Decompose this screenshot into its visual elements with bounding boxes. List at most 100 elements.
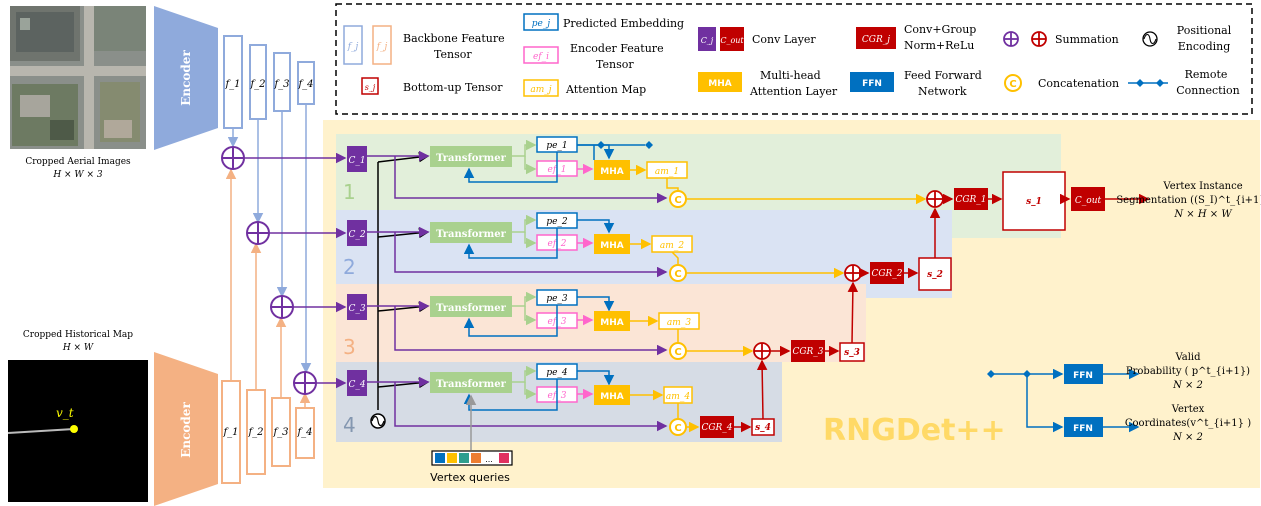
segmentation-output-line1: Vertex Instance <box>1162 181 1242 192</box>
remote-connection-diamond <box>645 141 653 149</box>
legend-pos-l1: Positional <box>1177 24 1232 37</box>
feature-f3-top: f_3 <box>273 79 289 90</box>
legend-concat-icon <box>1004 74 1022 92</box>
am-4: am_4 <box>666 392 690 402</box>
am-2: am_2 <box>660 241 684 251</box>
legend-concat-label: Concatenation <box>1038 77 1119 90</box>
legend-conv-purple-icon <box>698 27 716 51</box>
svg-text:...: ... <box>485 455 493 464</box>
pe-2: pe_2 <box>546 217 568 227</box>
feature-f1-bottom: f_1 <box>222 427 238 438</box>
legend-mha-l1: Multi-head <box>760 69 821 82</box>
pe-boxes <box>536 136 578 380</box>
map-caption: Cropped Historical Map <box>23 330 133 340</box>
ffn-probability-label: FFN <box>1073 371 1093 381</box>
mha-blocks <box>594 160 630 405</box>
mha-1: MHA <box>600 167 623 177</box>
am-1: am_1 <box>655 167 679 177</box>
legend-bottom-up-icon <box>361 77 379 95</box>
aerial-image <box>10 6 146 149</box>
level-label-4: 4 <box>343 413 356 437</box>
legend-backbone-l2: Tensor <box>434 48 472 61</box>
coord-output-dims: N × 2 <box>1172 432 1203 443</box>
conv-c4: C_4 <box>348 380 365 390</box>
legend-cgr-l2: Norm+ReLu <box>904 39 974 52</box>
legend-mha-sym: MHA <box>708 79 731 89</box>
cgr-3: CGR_3 <box>792 347 823 357</box>
legend-conv-red-icon <box>720 27 744 51</box>
aerial-encoder: Encoder <box>154 6 218 150</box>
attention-connections <box>630 164 679 418</box>
transformers <box>430 146 512 393</box>
feature-summation-nodes <box>221 146 317 395</box>
positional-encoding-icon <box>370 413 386 429</box>
legend-bottom-up-label: Bottom-up Tensor <box>403 81 503 94</box>
legend-remote-l2: Connection <box>1176 84 1240 97</box>
feature-f4-bottom: f_4 <box>296 427 312 438</box>
legend-conv-sym2: C_out <box>720 36 744 45</box>
prob-output-line1: Valid <box>1174 352 1201 363</box>
legend-positional-encoding-icon <box>1142 31 1158 47</box>
pe-connections <box>463 144 645 411</box>
concat-outputs <box>686 193 927 433</box>
legend-am-icon <box>523 79 559 97</box>
legend-ef-l2: Tensor <box>596 58 634 71</box>
cgr-2: CGR_2 <box>871 269 902 279</box>
legend-cgr-l1: Conv+Group <box>904 23 976 36</box>
conv-c3: C_3 <box>348 304 365 314</box>
historical-map-image <box>7 360 148 502</box>
legend-ef-l1: Encoder Feature <box>570 42 664 55</box>
model-name: RNGDet++ <box>823 413 1006 448</box>
vertex-queries-label: Vertex queries <box>430 471 510 484</box>
ffn-coordinate-block <box>1064 417 1103 437</box>
feature-f1-top: f_1 <box>224 79 240 90</box>
ffn-remote-diamond <box>987 370 995 378</box>
legend-conv-sym1: C_j <box>701 36 714 45</box>
aerial-dims: H × W × 3 <box>52 170 103 180</box>
aerial-caption: Cropped Aerial Images <box>25 157 131 167</box>
vertex-queries-tokens: ... <box>431 450 513 466</box>
conv-c1: C_1 <box>348 156 365 166</box>
legend-box <box>335 3 1253 115</box>
legend-sum-purple-icon <box>1003 31 1019 47</box>
legend-backbone-l1: Backbone Feature <box>403 32 505 45</box>
coord-output-line1: Vertex <box>1171 404 1205 415</box>
coord-output-line2: Coordinates(v^t_{i+1} ) <box>1125 418 1251 429</box>
legend-backbone-blue-icon <box>343 25 363 65</box>
feature-f2-top: f_2 <box>249 79 265 90</box>
s-1: s_1 <box>1026 197 1042 207</box>
legend-sum-label: Summation <box>1055 33 1119 46</box>
level-label-1: 1 <box>343 180 356 204</box>
pe-3: pe_3 <box>546 294 568 304</box>
transformer-4: Transformer <box>436 379 507 390</box>
legend-ef-icon <box>523 46 559 64</box>
concat-1-label: C <box>674 195 681 206</box>
conv-inputs <box>244 152 347 389</box>
level-label-2: 2 <box>343 255 356 279</box>
feature-f4-top: f_4 <box>297 79 313 90</box>
legend-mha-l2: Attention Layer <box>749 85 838 98</box>
level-label-3: 3 <box>343 335 356 359</box>
legend-remote-connection-icon <box>1128 79 1168 87</box>
s-4: s_4 <box>755 423 771 433</box>
cgr-1: CGR_1 <box>955 195 986 205</box>
legend-am-sym: am_j <box>530 85 551 95</box>
segmentation-output-dims: N × H × W <box>1173 209 1232 220</box>
svg-text:Encoder: Encoder <box>179 402 193 458</box>
concat-4-label: C <box>674 423 681 434</box>
bottom-up-summation-nodes <box>753 190 944 360</box>
ffn-coordinate-label: FFN <box>1073 424 1093 434</box>
legend-ffn-l2: Network <box>918 85 967 98</box>
legend-conv-label: Conv Layer <box>752 33 816 46</box>
conv-to-transformer <box>367 150 668 432</box>
map-features <box>221 380 315 484</box>
map-encoder: Encoder <box>154 352 218 506</box>
legend-backbone-sym-orange: f_j <box>376 42 388 52</box>
pe-4: pe_4 <box>546 368 568 378</box>
legend-pos-l2: Encoding <box>1178 40 1231 53</box>
am-boxes <box>646 161 700 404</box>
transformer-3: Transformer <box>436 303 507 314</box>
legend-ffn-l1: Feed Forward <box>904 69 982 82</box>
legend-ef-sym: ef_i <box>533 52 549 62</box>
feature-f2-bottom: f_2 <box>247 427 263 438</box>
